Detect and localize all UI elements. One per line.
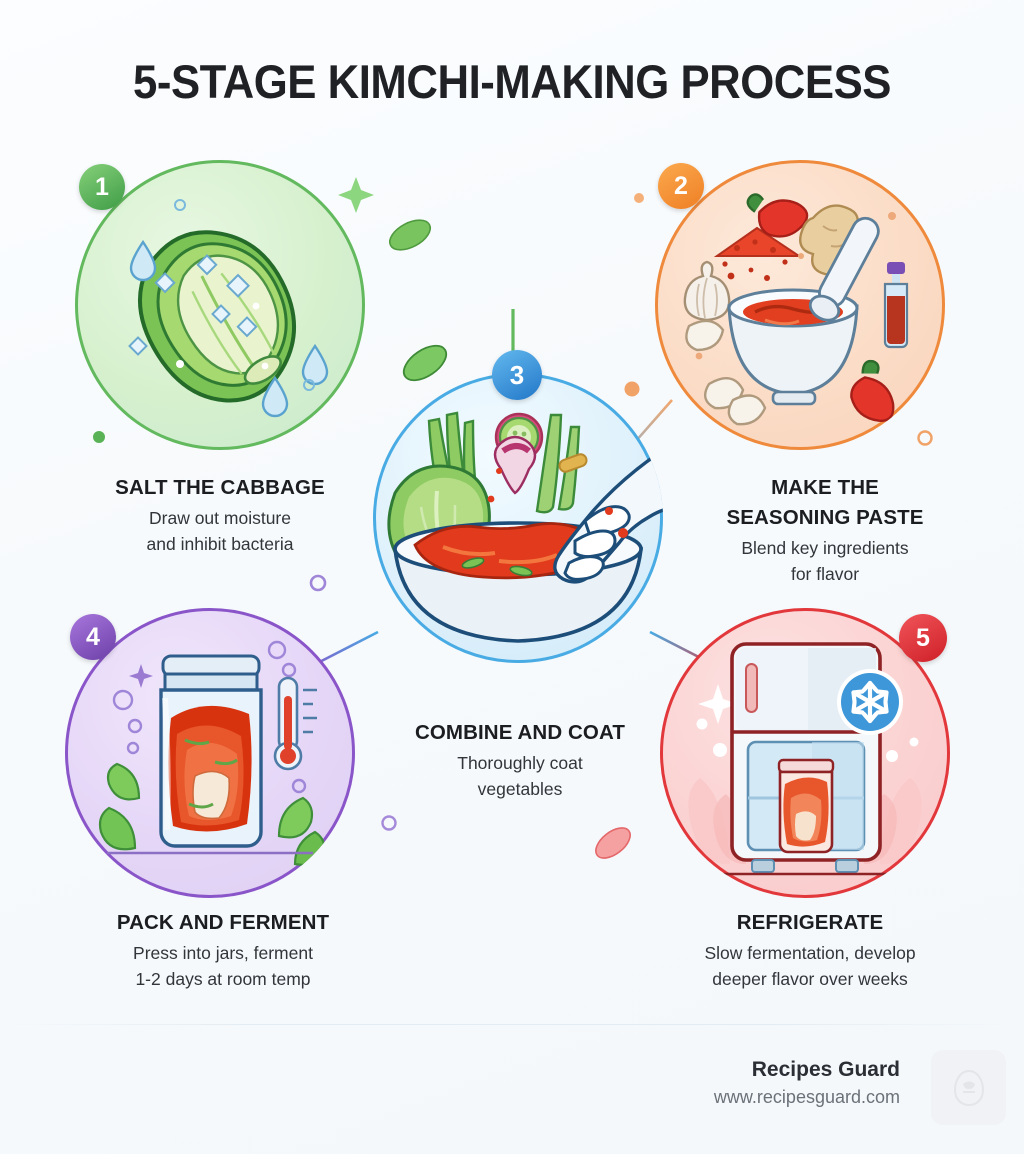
step-2-title-line-1: MAKE THE (771, 476, 879, 499)
refrigerator-with-kimchi-jar-icon (660, 608, 950, 898)
step-1-title: SALT THE CABBAGE (115, 476, 325, 499)
step-2-number-badge: 2 (658, 163, 704, 209)
step-2-subtitle-line-2: for flavor (790, 564, 860, 584)
step-1-subtitle-line-1: Draw out moisture (149, 508, 291, 528)
mason-jar-with-thermometer-icon (65, 608, 355, 898)
step-2-number: 2 (674, 171, 688, 200)
brand-name: Recipes Guard (751, 1058, 900, 1081)
step-4-caption: PACK AND FERMENT Press into jars, fermen… (58, 908, 388, 992)
footer-branding: Recipes Guard www.recipesguard.com (714, 1056, 900, 1110)
step-3[interactable]: 3 (373, 350, 663, 663)
step-2-subtitle-line-1: Blend key ingredients (741, 538, 909, 558)
page-title: 5-STAGE KIMCHI-MAKING PROCESS (133, 55, 891, 108)
step-2-caption: MAKE THE SEASONING PASTE Blend key ingre… (680, 473, 970, 587)
step-4-subtitle-line-2: 1-2 days at room temp (135, 969, 311, 989)
mixing-bowl-with-gloved-hand-icon (373, 373, 663, 663)
step-5-number-badge: 5 (899, 614, 947, 662)
step-2[interactable]: 2 (655, 160, 945, 450)
step-5-title: REFRIGERATE (736, 911, 884, 934)
step-4-number-badge: 4 (70, 614, 116, 660)
step-1-subtitle-line-2: and inhibit bacteria (146, 534, 294, 554)
napa-cabbage-with-salt-and-water-droplets-icon (75, 160, 365, 450)
recipes-guard-logo-icon (931, 1050, 1006, 1125)
footer-divider (0, 1024, 1024, 1025)
mortar-and-pestle-with-chili-ginger-garlic-icon (655, 160, 945, 450)
step-3-number-badge: 3 (492, 350, 542, 400)
step-1-number: 1 (95, 172, 109, 201)
step-5-caption: REFRIGERATE Slow fermentation, develop d… (640, 908, 980, 992)
logo-glyph (953, 1069, 984, 1106)
step-1-number-badge: 1 (79, 164, 125, 210)
step-3-title: COMBINE AND COAT (414, 721, 625, 744)
step-5-subtitle-line-1: Slow fermentation, develop (704, 943, 916, 963)
step-1-caption: SALT THE CABBAGE Draw out moisture and i… (60, 473, 380, 557)
step-5-number: 5 (916, 623, 930, 652)
step-4-subtitle-line-1: Press into jars, ferment (133, 943, 313, 963)
step-4[interactable]: 4 (65, 608, 355, 898)
step-3-subtitle-line-1: Thoroughly coat (457, 753, 583, 773)
step-3-caption: COMBINE AND COAT Thoroughly coat vegetab… (360, 718, 680, 802)
step-4-number: 4 (86, 622, 100, 651)
brand-url: www.recipesguard.com (713, 1087, 900, 1107)
step-3-number: 3 (509, 359, 525, 390)
step-5-subtitle-line-2: deeper flavor over weeks (712, 969, 908, 989)
step-2-title-line-2: SEASONING PASTE (726, 506, 924, 529)
step-4-title: PACK AND FERMENT (116, 911, 330, 934)
step-5[interactable]: 5 (660, 608, 950, 898)
step-3-subtitle-line-2: vegetables (477, 779, 563, 799)
step-1[interactable]: 1 (75, 160, 365, 450)
